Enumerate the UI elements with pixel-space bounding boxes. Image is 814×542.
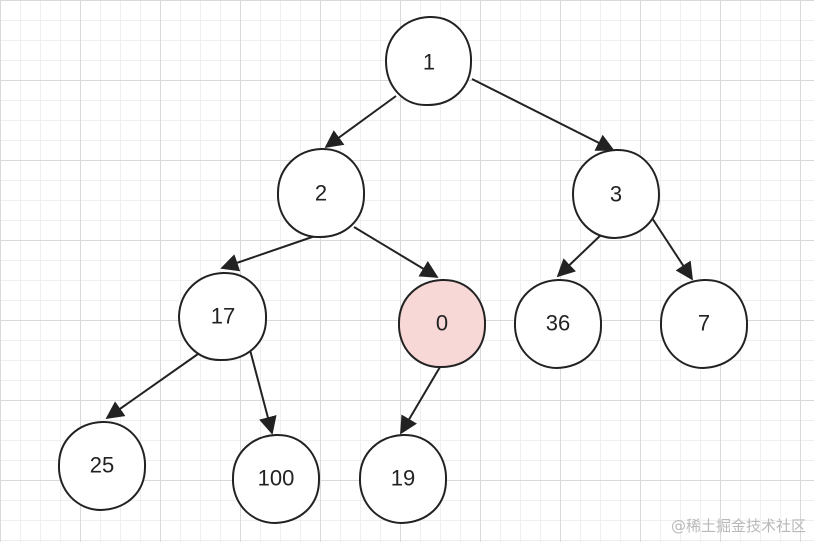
edge-3-to-7 [651, 217, 693, 281]
node-circle [659, 278, 749, 370]
tree-node-highlighted: 0 [397, 278, 487, 369]
tree-node: 2 [276, 147, 366, 239]
node-label: 100 [258, 466, 295, 491]
node-circle [231, 433, 321, 525]
tree-node: 17 [177, 271, 268, 362]
node-label: 0 [436, 311, 448, 336]
watermark: @稀土掘金技术社区 [670, 517, 806, 535]
node-label: 36 [546, 311, 570, 336]
node-label: 19 [391, 466, 415, 491]
edge-2-to-17 [220, 234, 319, 272]
node-circle [276, 147, 366, 239]
node-label: 17 [211, 304, 235, 329]
edge-0-to-19 [400, 366, 441, 435]
edge-17-to-100 [248, 345, 277, 435]
node-circle [384, 15, 473, 107]
node-circle [571, 148, 661, 240]
node-label: 2 [315, 181, 327, 206]
node-label: 1 [423, 50, 435, 75]
node-label: 25 [90, 453, 114, 478]
node-label: 3 [610, 182, 622, 207]
nodes: 1 2 3 17 0 36 7 25 [57, 15, 749, 525]
edge-3-to-36 [556, 232, 604, 278]
node-circle-highlighted [397, 278, 487, 369]
edge-1-to-3 [471, 78, 615, 151]
edge-17-to-25 [105, 353, 199, 420]
node-circle [513, 278, 603, 370]
tree-node: 3 [571, 148, 661, 240]
node-label: 7 [698, 311, 710, 336]
node-circle [177, 271, 268, 362]
tree-node: 100 [231, 433, 321, 525]
tree-node: 25 [57, 420, 147, 512]
tree-node: 7 [659, 278, 749, 370]
tree-node: 19 [358, 433, 448, 525]
edge-2-to-0 [353, 226, 439, 278]
tree-node: 1 [384, 15, 473, 107]
node-circle [57, 420, 147, 512]
node-circle [358, 433, 448, 525]
edge-1-to-2 [324, 95, 397, 149]
tree-node: 36 [513, 278, 603, 370]
edges [105, 78, 693, 435]
